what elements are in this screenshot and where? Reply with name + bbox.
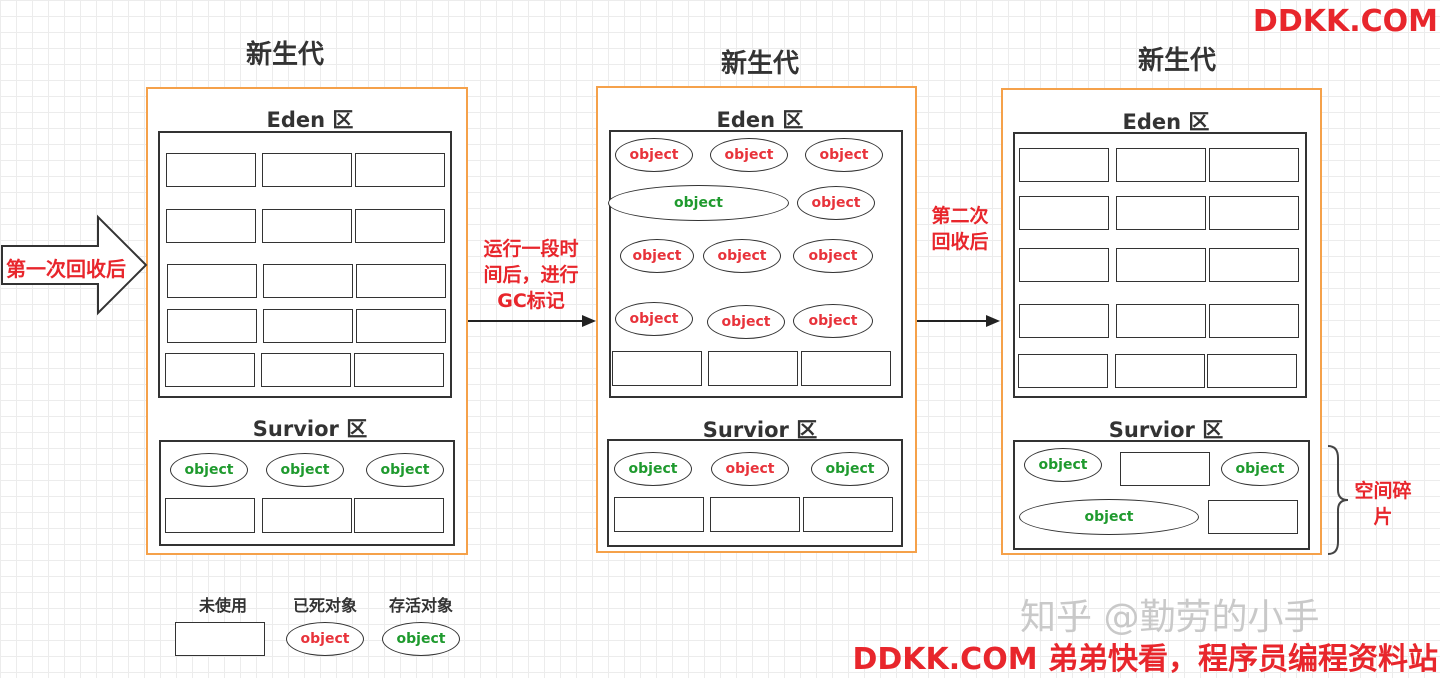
panel-3-eden-cell bbox=[1018, 354, 1108, 388]
panel-1-eden-cell bbox=[166, 209, 256, 243]
footer-banner: DDKK.COM 弟弟快看，程序员编程资料站 bbox=[852, 642, 1438, 677]
panel-1-survivor-cell bbox=[354, 498, 444, 533]
panel-2-survivor-cell bbox=[803, 497, 893, 532]
panel-1-eden-cell bbox=[262, 153, 352, 187]
panel-3-title: 新生代 bbox=[1137, 46, 1216, 76]
panel-2-eden-object-dead: object bbox=[707, 305, 785, 339]
panel-2-eden-object-dead: object bbox=[703, 239, 781, 273]
legend-dead-label: 已死对象 bbox=[292, 596, 357, 615]
panel-2-eden-cell bbox=[612, 351, 702, 386]
panel-2-eden-object-dead: object bbox=[805, 138, 883, 172]
panel-2-eden-object-dead: object bbox=[615, 138, 693, 172]
gc-mark-label-line-2: 间后，进行 bbox=[483, 264, 579, 286]
panel-2-eden-label: Eden 区 bbox=[716, 108, 804, 132]
panel-2-survivor-cell bbox=[614, 497, 704, 532]
panel-2-survivor-cell bbox=[710, 497, 800, 532]
panel-3-survivor-label: Survior 区 bbox=[1108, 418, 1224, 442]
panel-2-eden-object-dead: object bbox=[710, 138, 788, 172]
panel-3-eden-cell bbox=[1116, 196, 1206, 230]
panel-1-eden-cell bbox=[354, 353, 444, 387]
panel-1-eden-cell bbox=[356, 309, 446, 343]
first-gc-label: 第一次回收后 bbox=[6, 257, 126, 281]
panel-1-survivor-object-alive: object bbox=[366, 453, 444, 487]
second-gc-label-line-2: 回收后 bbox=[931, 231, 989, 253]
panel-1-eden-cell bbox=[167, 309, 257, 343]
panel-3-eden-label: Eden 区 bbox=[1122, 110, 1210, 134]
panel-1-eden-cell bbox=[261, 353, 351, 387]
fragment-label-line-2: 片 bbox=[1373, 506, 1393, 528]
panel-3-survivor-cell bbox=[1208, 500, 1298, 534]
panel-2-survivor-object-alive: object bbox=[811, 452, 889, 486]
panel-1-eden-cell bbox=[263, 264, 353, 298]
panel-3-eden-cell bbox=[1019, 304, 1109, 338]
gc-mark-label: 运行一段时 间后，进行 GC标记 bbox=[468, 236, 594, 314]
panel-3-survivor-cell bbox=[1120, 452, 1210, 486]
panel-3-eden-cell bbox=[1209, 196, 1299, 230]
panel-2-title: 新生代 bbox=[720, 49, 799, 79]
panel-3-eden-cell bbox=[1116, 304, 1206, 338]
panel-2-eden-cell bbox=[708, 351, 798, 386]
panel-3-eden-cell bbox=[1209, 148, 1299, 182]
panel-1-survivor-cell bbox=[165, 498, 255, 533]
panel-3-eden-cell bbox=[1116, 248, 1206, 282]
panel-1-eden-cell bbox=[165, 353, 255, 387]
second-gc-label-line-1: 第二次 bbox=[931, 205, 989, 227]
legend-dead-swatch: object bbox=[286, 622, 364, 656]
panel-2-survivor-label: Survior 区 bbox=[702, 418, 818, 442]
panel-1-survivor-object-alive: object bbox=[170, 453, 248, 487]
panel-1-survivor-cell bbox=[262, 498, 352, 533]
panel-2-eden-object-alive: object bbox=[608, 185, 789, 221]
gc-mark-arrow-line bbox=[468, 320, 584, 322]
legend-unused-swatch bbox=[175, 622, 265, 656]
panel-2-eden-object-dead: object bbox=[797, 186, 875, 220]
legend-alive-swatch: object bbox=[382, 622, 460, 656]
panel-1-eden-cell bbox=[355, 209, 445, 243]
panel-1-eden-cell bbox=[167, 264, 257, 298]
panel-1-eden-cell bbox=[166, 153, 256, 187]
fragment-label-line-1: 空间碎 bbox=[1354, 480, 1412, 502]
panel-2-eden-object-dead: object bbox=[793, 304, 873, 338]
second-gc-arrow-line bbox=[917, 320, 987, 322]
legend-alive-label: 存活对象 bbox=[388, 596, 453, 615]
panel-1-eden-cell bbox=[263, 309, 353, 343]
panel-3-eden-cell bbox=[1115, 354, 1205, 388]
panel-3-eden-cell bbox=[1116, 148, 1206, 182]
panel-3-eden-cell bbox=[1019, 196, 1109, 230]
panel-1-survivor-label: Survior 区 bbox=[252, 417, 368, 441]
panel-1-eden-cell bbox=[355, 153, 445, 187]
panel-1-eden-cell bbox=[262, 209, 352, 243]
fragment-brace-icon bbox=[1327, 445, 1349, 555]
panel-2-eden-object-dead: object bbox=[615, 302, 693, 336]
panel-1-eden-label: Eden 区 bbox=[266, 108, 354, 132]
panel-3-survivor-object-alive: object bbox=[1019, 499, 1199, 535]
panel-3-eden-cell bbox=[1209, 248, 1299, 282]
panel-2-eden-object-dead: object bbox=[620, 239, 694, 273]
zhihu-watermark: 知乎 @勤劳的小手 bbox=[1020, 597, 1320, 638]
second-gc-label: 第二次 回收后 bbox=[918, 203, 1002, 255]
panel-3-eden-cell bbox=[1019, 248, 1109, 282]
panel-3-survivor-object-alive: object bbox=[1024, 448, 1102, 482]
panel-2-survivor-object-dead: object bbox=[711, 452, 789, 486]
panel-1-survivor-object-alive: object bbox=[266, 453, 344, 487]
panel-3-eden-cell bbox=[1207, 354, 1297, 388]
second-gc-arrowhead-icon bbox=[986, 315, 1000, 327]
panel-3-survivor-object-alive: object bbox=[1221, 452, 1299, 486]
fragment-label: 空间碎 片 bbox=[1350, 478, 1416, 530]
gc-mark-arrowhead-icon bbox=[582, 315, 596, 327]
legend-unused-label: 未使用 bbox=[198, 596, 247, 615]
site-watermark: DDKK.COM bbox=[1252, 4, 1438, 39]
panel-3-eden-cell bbox=[1209, 304, 1299, 338]
panel-1-eden-cell bbox=[356, 264, 446, 298]
first-gc-arrow-icon bbox=[1, 214, 148, 316]
panel-2-eden-cell bbox=[801, 351, 891, 386]
gc-mark-label-line-1: 运行一段时 bbox=[483, 238, 579, 260]
panel-2-survivor-object-alive: object bbox=[614, 452, 692, 486]
gc-mark-label-line-3: GC标记 bbox=[497, 290, 565, 312]
panel-3-eden-cell bbox=[1019, 148, 1109, 182]
panel-1-title: 新生代 bbox=[245, 40, 324, 70]
panel-2-eden-object-dead: object bbox=[793, 239, 873, 273]
